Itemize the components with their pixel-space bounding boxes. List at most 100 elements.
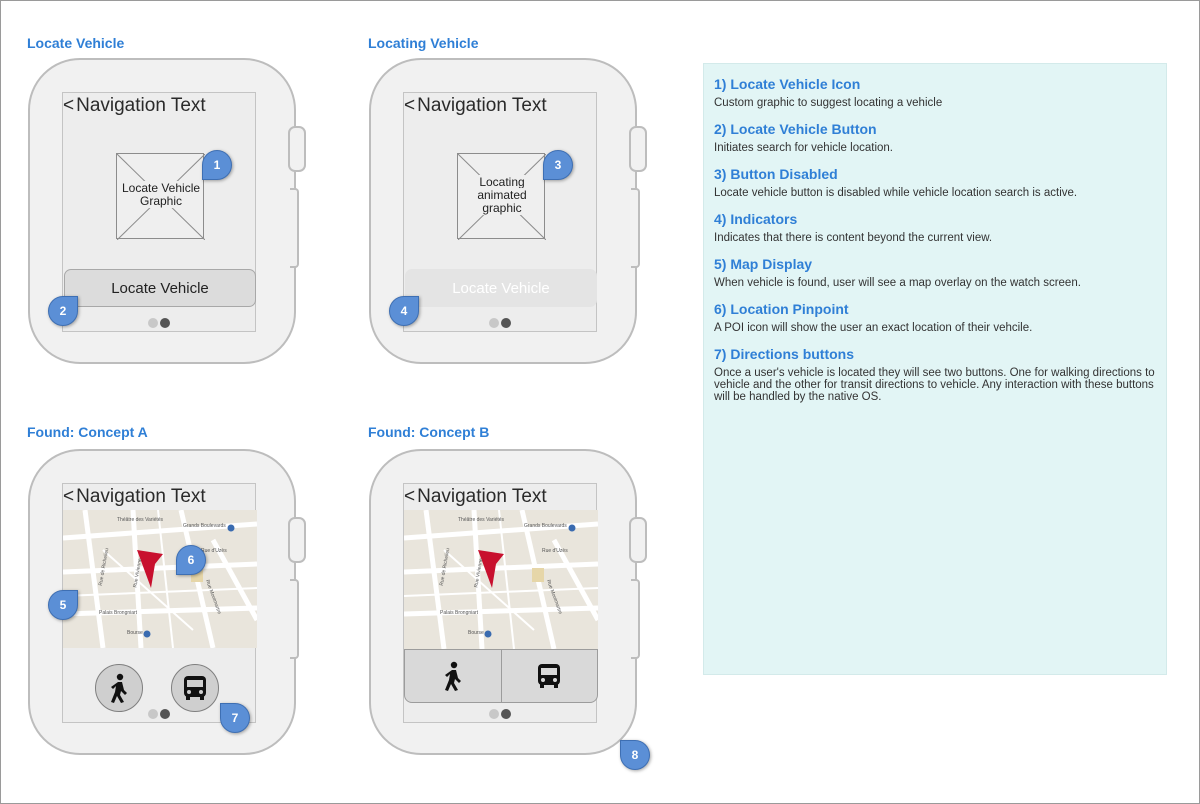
note-description: Initiates search for vehicle location.	[714, 142, 893, 154]
graphic-label: Locate Vehicle Graphic	[121, 181, 201, 208]
map-label: Palais Brongniart	[99, 610, 138, 616]
annotation-marker-8: 8	[620, 740, 650, 770]
side-button	[631, 188, 640, 268]
note-title: 1) Locate Vehicle Icon	[714, 76, 861, 92]
bus-icon	[538, 664, 561, 688]
watch-screen: < Navigation Text Locating animated grap…	[403, 92, 597, 332]
locate-vehicle-graphic: Locate Vehicle Graphic	[116, 153, 205, 240]
page-indicator	[148, 709, 174, 719]
watch-concept-b: < Navigation Text	[369, 449, 647, 755]
navigation-bar[interactable]: < Navigation Text	[63, 484, 257, 510]
annotation-marker-2: 2	[48, 296, 78, 326]
map-label: Rue d'Uzès	[542, 548, 568, 554]
note-title: 2) Locate Vehicle Button	[714, 121, 877, 137]
section-title-concept-a: Found: Concept A	[27, 424, 148, 440]
note-item: 7) Directions buttons Once a user's vehi…	[714, 346, 1156, 403]
section-title-locating: Locating Vehicle	[368, 35, 479, 51]
page-dot	[148, 709, 158, 719]
map-label: Théâtre des Variétés	[117, 517, 164, 523]
note-item: 5) Map Display When vehicle is found, us…	[714, 256, 1156, 289]
bus-icon	[184, 676, 206, 700]
map-label: Palais Brongniart	[440, 610, 479, 616]
graphic-label: Locating animated graphic	[477, 175, 527, 215]
transit-directions-button[interactable]	[500, 650, 598, 702]
annotation-marker-3: 3	[543, 150, 573, 180]
map-label: Rue d'Uzès	[201, 548, 227, 554]
page-dot	[489, 318, 499, 328]
note-title: 7) Directions buttons	[714, 346, 855, 362]
note-description: Once a user's vehicle is located they wi…	[714, 367, 1155, 403]
watch-screen: < Navigation Text	[62, 483, 257, 723]
side-button	[290, 579, 299, 659]
digital-crown	[629, 126, 647, 172]
navigation-text: Navigation Text	[76, 486, 206, 507]
note-description: When vehicle is found, user will see a m…	[714, 277, 1081, 289]
map-label: Grands Boulevards	[524, 523, 567, 529]
page-indicator	[489, 318, 515, 328]
note-item: 6) Location Pinpoint A POI icon will sho…	[714, 301, 1156, 334]
side-button	[290, 188, 299, 268]
note-item: 4) Indicators Indicates that there is co…	[714, 211, 1156, 244]
note-title: 6) Location Pinpoint	[714, 301, 849, 317]
navigation-bar[interactable]: < Navigation Text	[63, 93, 257, 119]
navigation-text: Navigation Text	[417, 486, 547, 507]
digital-crown	[288, 126, 306, 172]
back-chevron-icon[interactable]: <	[63, 486, 75, 507]
page-dot-active	[501, 318, 511, 328]
page-dot-active	[160, 318, 170, 328]
locating-animated-graphic: Locating animated graphic	[457, 153, 546, 240]
walking-directions-button[interactable]	[95, 664, 143, 712]
walking-person-icon	[444, 661, 461, 691]
annotations-panel: 1) Locate Vehicle Icon Custom graphic to…	[703, 63, 1167, 675]
map-display[interactable]: Théâtre des Variétés Grands Boulevards R…	[404, 510, 598, 649]
note-item: 3) Button Disabled Locate vehicle button…	[714, 166, 1156, 199]
watch-screen: < Navigation Text Locate Vehicle Graphic…	[62, 92, 256, 332]
note-description: Locate vehicle button is disabled while …	[714, 187, 1078, 199]
walking-directions-button[interactable]	[405, 650, 501, 702]
back-chevron-icon[interactable]: <	[404, 486, 416, 507]
section-title-concept-b: Found: Concept B	[368, 424, 490, 440]
section-title-locate: Locate Vehicle	[27, 35, 125, 51]
page-dot-active	[501, 709, 511, 719]
page-dot	[489, 709, 499, 719]
map-label: Bourse	[468, 630, 484, 636]
map-label: Grands Boulevards	[183, 523, 226, 529]
transit-directions-button[interactable]	[171, 664, 219, 712]
annotation-marker-6: 6	[176, 545, 206, 575]
map-label: Théâtre des Variétés	[458, 517, 505, 523]
watch-screen: < Navigation Text	[403, 483, 598, 723]
map-graphic	[63, 510, 257, 648]
navigation-bar[interactable]: < Navigation Text	[404, 484, 598, 510]
note-description: Custom graphic to suggest locating a veh…	[714, 97, 943, 109]
note-description: A POI icon will show the user an exact l…	[714, 322, 1033, 334]
page-indicator	[489, 709, 515, 719]
locate-vehicle-button-disabled: Locate Vehicle	[405, 269, 597, 307]
annotation-marker-7: 7	[220, 703, 250, 733]
navigation-text: Navigation Text	[76, 95, 206, 116]
map-label: Bourse	[127, 630, 143, 636]
back-chevron-icon[interactable]: <	[63, 95, 75, 116]
page-dot	[148, 318, 158, 328]
navigation-text: Navigation Text	[417, 95, 547, 116]
map-graphic	[404, 510, 598, 649]
digital-crown	[629, 517, 647, 563]
directions-button-bar	[404, 649, 598, 703]
note-title: 3) Button Disabled	[714, 166, 838, 182]
note-title: 5) Map Display	[714, 256, 813, 272]
digital-crown	[288, 517, 306, 563]
note-title: 4) Indicators	[714, 211, 798, 227]
walking-person-icon	[111, 673, 127, 703]
note-description: Indicates that there is content beyond t…	[714, 232, 993, 244]
locate-vehicle-button[interactable]: Locate Vehicle	[64, 269, 256, 307]
page-indicator	[148, 318, 174, 328]
map-display[interactable]: Théâtre des Variétés Grands Boulevards R…	[63, 510, 257, 648]
back-chevron-icon[interactable]: <	[404, 95, 416, 116]
annotation-marker-4: 4	[389, 296, 419, 326]
navigation-bar[interactable]: < Navigation Text	[404, 93, 598, 119]
side-button	[631, 579, 640, 659]
page-dot-active	[160, 709, 170, 719]
annotation-marker-1: 1	[202, 150, 232, 180]
note-item: 2) Locate Vehicle Button Initiates searc…	[714, 121, 1156, 154]
annotation-marker-5: 5	[48, 590, 78, 620]
note-item: 1) Locate Vehicle Icon Custom graphic to…	[714, 76, 1156, 109]
